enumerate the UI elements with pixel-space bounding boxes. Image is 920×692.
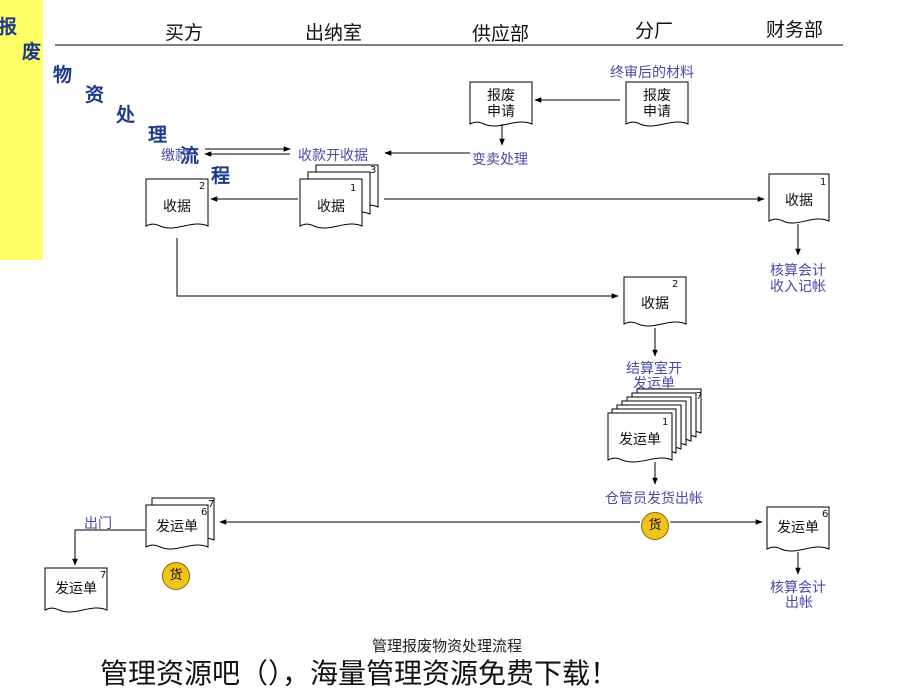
title-char-6: 理	[148, 124, 168, 146]
note-settle-shipping: 发运单	[633, 376, 675, 392]
receipt-buyer-label: 收据	[163, 199, 191, 215]
shipping-doc-exit	[44, 567, 108, 613]
receipt-buyer-copy: 2	[199, 181, 206, 192]
note-settle-room: 结算室开	[626, 361, 682, 377]
note-exit: 出门	[84, 516, 112, 532]
receipt-cashier-label: 收据	[317, 199, 345, 215]
shipping-stack	[607, 388, 702, 463]
shipping-finance-copy: 6	[822, 509, 829, 520]
receipt-finance-copy: 1	[820, 177, 827, 188]
shipping-exit-copy: 7	[100, 570, 107, 581]
column-cashier: 出纳室	[305, 22, 363, 44]
shipping-stack-label: 发运单	[619, 432, 661, 448]
note-pay: 缴款	[161, 148, 189, 164]
scrap-request-supply-line1: 报废	[487, 88, 515, 104]
title-char-3: 物	[53, 64, 73, 86]
title-char-1: 报	[0, 16, 18, 38]
receipt-doc-finance	[768, 173, 830, 224]
title-char-2: 废	[22, 41, 42, 63]
column-factory: 分厂	[635, 20, 674, 42]
shipping-buyer-front-copy: 6	[201, 507, 208, 518]
title-char-8: 程	[211, 165, 231, 187]
receipt-factory-copy: 2	[672, 279, 679, 290]
note-warehouse: 仓管员发货出帐	[605, 491, 703, 507]
scrap-request-supply-label: 报废 申请	[470, 88, 532, 120]
note-accountant-1: 核算会计	[770, 263, 826, 279]
scrap-request-factory-line1: 报废	[643, 88, 671, 104]
shipping-buyer-label: 发运单	[156, 519, 198, 535]
title-char-5: 处	[116, 104, 136, 126]
receipt-factory-label: 收据	[641, 296, 669, 312]
scrap-request-doc-supply	[469, 81, 533, 127]
side-band	[0, 0, 43, 260]
note-receipt-issue: 收款开收据	[298, 148, 368, 164]
shipping-stack-top-copy: 7	[696, 391, 703, 402]
note-out-entry: 出帐	[785, 595, 813, 611]
arrow-buyer-receipt-to-factory	[176, 238, 619, 299]
shipping-stack-front-copy: 1	[662, 417, 669, 428]
note-accountant-2: 核算会计	[770, 580, 826, 596]
shipping-docs-buyer	[145, 497, 215, 550]
arrow-buyer-to-exit	[72, 529, 145, 566]
note-sale: 变卖处理	[472, 152, 528, 168]
column-buyer: 买方	[165, 22, 204, 44]
scrap-request-supply-line2: 申请	[487, 104, 515, 120]
receipt-cashier-front-copy: 1	[350, 183, 357, 194]
title-char-7: 流	[180, 145, 200, 167]
promo-banner: 管理资源吧（），海量管理资源免费下载！	[100, 657, 619, 690]
column-finance: 财务部	[766, 19, 824, 41]
goods-coin-warehouse: 货	[641, 512, 669, 540]
note-final-material: 终审后的材料	[610, 65, 694, 81]
receipt-cashier-top-copy: 3	[370, 165, 377, 176]
shipping-exit-label: 发运单	[55, 581, 97, 597]
title-char-4: 资	[85, 84, 105, 106]
shipping-finance-label: 发运单	[777, 520, 819, 536]
shipping-doc-finance	[766, 506, 830, 552]
receipt-doc-buyer	[145, 178, 209, 229]
note-income-entry: 收入记帐	[770, 279, 826, 295]
scrap-request-doc-factory	[625, 81, 689, 127]
receipt-stack-cashier	[299, 164, 379, 229]
scrap-request-factory-label: 报废 申请	[626, 88, 688, 120]
goods-coin-buyer: 货	[162, 562, 190, 590]
shipping-buyer-back-copy: 7	[208, 499, 215, 510]
receipt-doc-factory	[623, 276, 687, 327]
scrap-request-factory-line2: 申请	[643, 104, 671, 120]
column-supply: 供应部	[472, 23, 530, 45]
receipt-finance-label: 收据	[785, 193, 813, 209]
diagram-caption: 管理报废物资处理流程	[372, 637, 523, 655]
